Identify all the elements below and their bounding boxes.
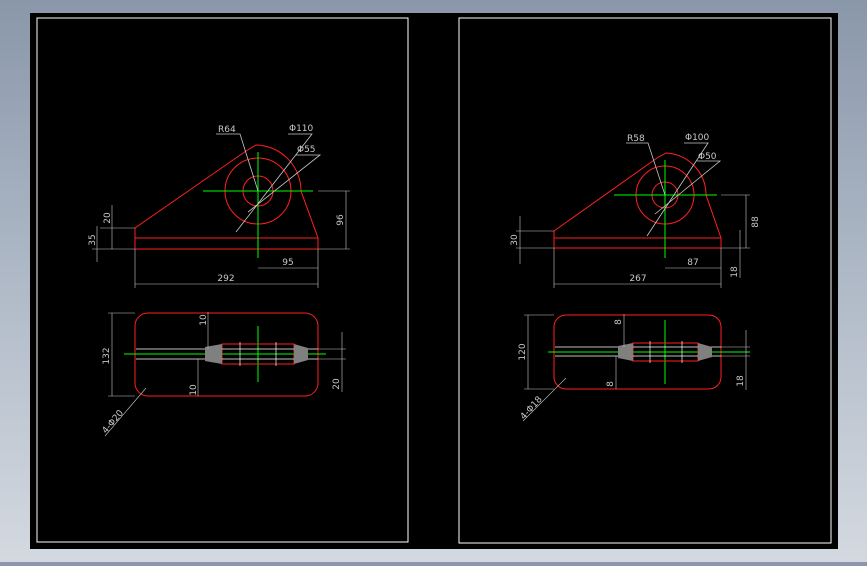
label-r-outer: R64 bbox=[218, 125, 236, 135]
label-plan-gap-top: 10 bbox=[199, 314, 209, 326]
sheet-left: R64 Φ110 Φ55 20 35 96 292 95 bbox=[36, 17, 409, 543]
label-plan-gap-top: 8 bbox=[614, 319, 624, 325]
section-hatch bbox=[698, 343, 712, 361]
sheet-frame-right bbox=[458, 17, 832, 544]
label-plan-gap-bottom: 8 bbox=[606, 381, 616, 387]
label-w-right: 95 bbox=[282, 258, 293, 268]
label-w-total: 292 bbox=[217, 274, 234, 284]
leader-d-hole bbox=[654, 160, 722, 215]
label-h-left: 30 bbox=[510, 234, 520, 246]
leader-d-hole bbox=[247, 154, 322, 213]
label-plan-height: 132 bbox=[102, 347, 112, 364]
section-hatch bbox=[618, 343, 633, 361]
section-hatch bbox=[294, 344, 308, 364]
leader-holes bbox=[104, 387, 147, 437]
bracket-outline bbox=[553, 152, 722, 249]
label-h-total: 88 bbox=[751, 216, 761, 228]
label-d-outer: Φ110 bbox=[289, 124, 314, 134]
label-plan-slot: 18 bbox=[736, 375, 746, 387]
label-h-top: 20 bbox=[103, 212, 113, 224]
leader-d-outer bbox=[235, 133, 313, 233]
label-h-base: 18 bbox=[730, 266, 740, 278]
sheet-frame-left bbox=[36, 17, 409, 543]
leader-r-outer bbox=[626, 142, 666, 196]
section-hatch bbox=[205, 344, 222, 364]
label-d-hole: Φ50 bbox=[698, 152, 717, 162]
label-h-mid: 35 bbox=[88, 234, 98, 245]
label-plan-slot: 20 bbox=[332, 378, 342, 390]
bracket-outline bbox=[134, 144, 319, 250]
label-r-outer: R58 bbox=[627, 134, 645, 144]
model-space-background bbox=[30, 13, 838, 549]
elevation-view-right: R58 Φ100 Φ50 30 88 18 267 87 bbox=[510, 133, 761, 288]
leader-r-outer bbox=[216, 133, 259, 192]
label-plan-height: 120 bbox=[518, 343, 528, 360]
label-w-total: 267 bbox=[629, 274, 646, 284]
leader-d-outer bbox=[646, 142, 709, 237]
label-plan-gap-bottom: 10 bbox=[189, 384, 199, 396]
label-d-hole: Φ55 bbox=[297, 145, 316, 155]
elevation-view-left: R64 Φ110 Φ55 20 35 96 292 95 bbox=[88, 124, 350, 288]
leader-holes bbox=[522, 377, 567, 422]
label-d-outer: Φ100 bbox=[685, 133, 710, 143]
label-h-total: 96 bbox=[336, 214, 346, 226]
label-w-right: 87 bbox=[687, 258, 698, 268]
